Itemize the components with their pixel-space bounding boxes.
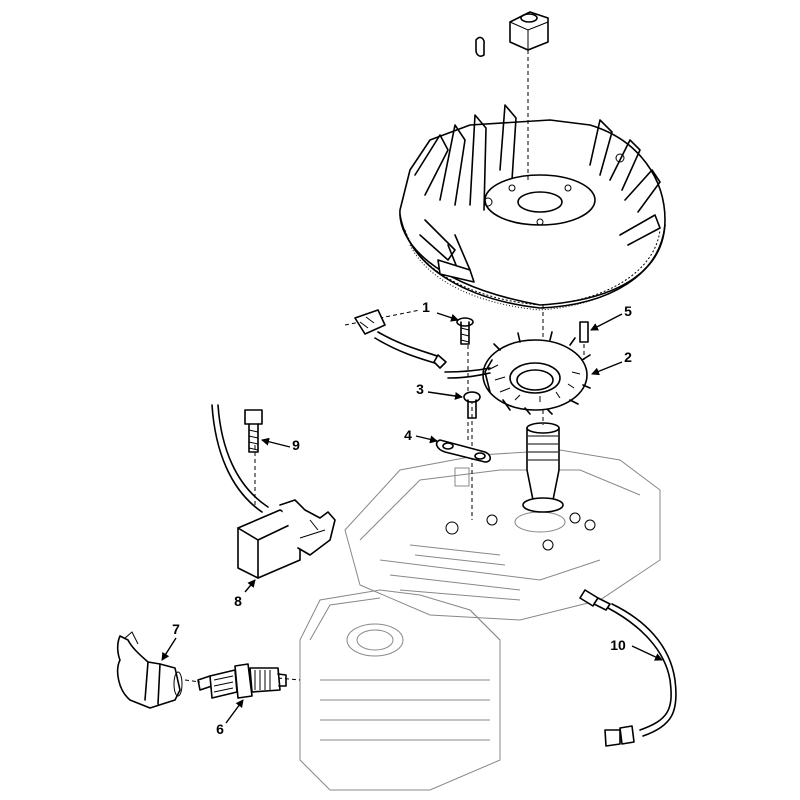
bolt-9 <box>244 409 263 453</box>
callout-4: 4 <box>404 427 412 443</box>
flywheel-key <box>475 36 485 57</box>
leader-lines <box>161 312 663 724</box>
callout-1: 1 <box>422 299 430 315</box>
callout-5: 5 <box>624 303 632 319</box>
spark-plug-6 <box>197 663 287 699</box>
callout-labels: 1 2 3 4 5 6 7 8 9 10 <box>172 299 632 737</box>
stator-lead <box>354 309 491 379</box>
callout-10: 10 <box>610 637 626 653</box>
dowel-pin-5 <box>579 321 589 343</box>
callout-2: 2 <box>624 349 632 365</box>
bracket-4 <box>435 439 492 463</box>
callout-9: 9 <box>292 437 300 453</box>
crankcase <box>344 449 661 621</box>
stator <box>482 331 591 415</box>
ground-wire-10 <box>579 589 677 747</box>
spark-plug-boot-7 <box>116 631 183 709</box>
callout-8: 8 <box>234 593 242 609</box>
cylinder-block <box>299 589 501 791</box>
flywheel <box>399 104 666 311</box>
crankshaft <box>522 422 564 513</box>
assembly-centerlines <box>184 50 585 683</box>
ignition-coil-8 <box>211 404 336 579</box>
callout-6: 6 <box>216 721 224 737</box>
screw-3 <box>463 391 481 419</box>
screw-1 <box>456 317 474 345</box>
callout-7: 7 <box>172 621 180 637</box>
flywheel-nut <box>509 11 549 51</box>
callout-3: 3 <box>416 381 424 397</box>
